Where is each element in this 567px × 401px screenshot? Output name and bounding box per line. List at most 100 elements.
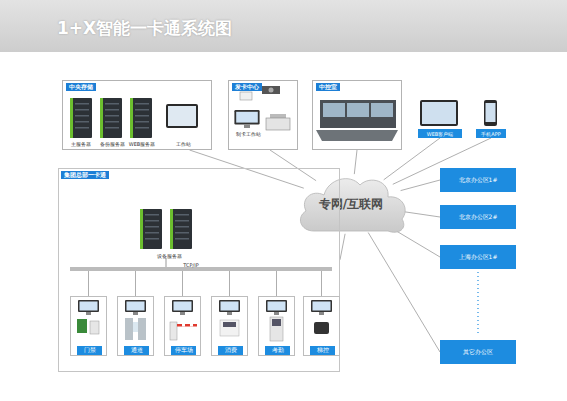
screen [323,103,345,117]
console-desk [316,130,398,141]
server-icon [100,98,122,138]
network-link [368,233,440,353]
device-label: 停车场 [171,346,196,355]
network-link [190,150,304,188]
bus-wire [182,271,183,296]
monitor-icon [125,300,146,315]
network-link [270,150,316,181]
camera-icon [262,86,280,94]
network-link [401,180,440,191]
item-caption: 主服务器 [67,141,95,147]
network-link [384,138,440,180]
camera-lens [269,88,274,93]
office-box: 北京办公区1# [440,168,516,192]
pos-terminal [220,320,239,336]
device-label: 通道 [124,346,149,355]
screen [347,103,369,117]
bus-wire [229,271,230,296]
barrier-stripe [182,324,185,327]
group-panel: 中央存储主服务器备份服务器WEB服务器 工作站 [62,80,212,150]
bus-wire [88,271,89,296]
barrier-arm [177,324,197,327]
item-caption: WEB服务器 [127,141,157,147]
turnstile-pillar [125,318,133,340]
panel-heading: 集团总部一卡通 [61,171,109,179]
device-box: 考勤 [258,296,295,356]
barrier-stripe [190,324,193,327]
network-bus [70,267,332,271]
monitor-icon [219,300,240,315]
office-box: 上海办公区1# [440,245,516,269]
box-label: 手机APP [481,131,500,137]
bus-wire [321,271,322,296]
monitor-icon [172,300,193,315]
video-wall [320,100,396,128]
dotted-line [477,272,478,335]
device-label: 门禁 [77,346,102,355]
screen [371,103,393,117]
server-icon [170,209,192,249]
device-box: 消费 [211,296,248,356]
device-box: 通道 [117,296,154,356]
bus-wire [276,271,277,296]
office-box: 北京办公区2# [440,205,516,229]
phone-icon [484,100,497,126]
device-label: 考勤 [265,346,290,355]
turnstile-glass [133,322,138,332]
cloud-label: 专网/互联网 [319,196,383,213]
monitor-icon [266,300,287,315]
attendance-screen [272,319,281,326]
panel-heading: 中央存储 [66,83,96,91]
pos-screen [223,322,236,327]
server-icon [130,98,152,138]
card-reader [90,321,99,334]
box-label: 北京办公区1# [459,176,498,185]
network-link [405,212,441,217]
box-label: 北京办公区2# [459,213,498,222]
item-caption: 制卡工作站 [233,131,263,137]
device-box: 梯控 [303,296,340,356]
monitor-icon [78,300,99,315]
tablet-icon [420,100,458,126]
monitor-icon [234,110,259,128]
group-panel: 集团总部一卡通设备服务器 TCP/IP 门禁 通道 停车场 消费 考勤 梯控 [58,168,340,372]
network-link [393,138,491,184]
barrier-box [170,322,177,340]
device-box: 门禁 [70,296,107,356]
server-icon [70,98,92,138]
tablet-screen [422,102,456,124]
diagram-title: 1+X智能一卡通系统图 [57,17,232,40]
elevator-reader [314,322,329,334]
bus-wire [135,271,136,296]
network-cloud: 专网/互联网 [292,165,410,240]
box-label: 其它办公区 [463,348,493,357]
client-label: 手机APP [476,129,506,138]
device-label: 梯控 [310,346,335,355]
client-label: WEB客户端 [418,129,462,138]
network-link [388,226,440,257]
group-panel: 中控室 [312,80,402,150]
header-band [0,0,567,52]
panel-heading: 发卡中心 [232,83,262,91]
controller-board [77,319,87,333]
tablet-screen [168,106,196,126]
monitor-icon [311,300,332,315]
network-link [354,150,357,174]
item-caption: 设备服务器 [149,253,189,259]
office-box: 其它办公区 [440,340,516,364]
item-caption: 工作站 [169,141,197,147]
turnstile-pillar [138,318,146,340]
group-panel: 发卡中心制卡工作站 [228,80,298,150]
attendance-machine [270,317,283,341]
phone-screen [486,103,496,122]
tablet-icon [166,104,198,128]
box-label: WEB客户端 [427,131,454,137]
item-caption: 备份服务器 [97,141,127,147]
item-caption: TCP/IP [176,262,206,268]
box-label: 上海办公区1# [459,253,498,262]
device-box: 停车场 [164,296,201,356]
server-icon [140,209,162,249]
panel-heading: 中控室 [316,83,340,91]
device-label: 消费 [218,346,243,355]
